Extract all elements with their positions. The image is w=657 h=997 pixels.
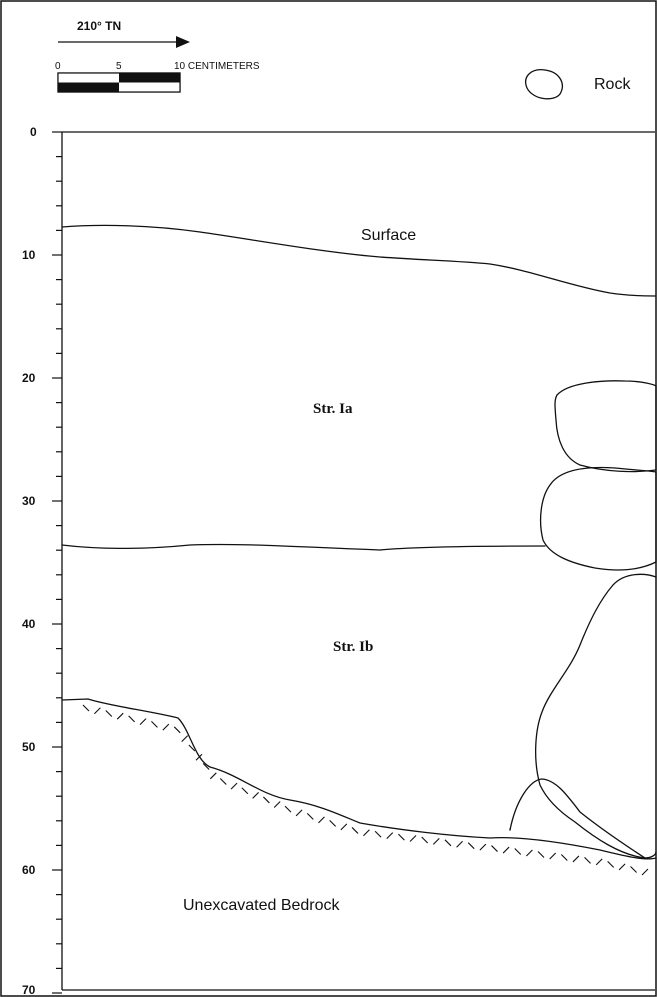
bedrock-hatch-mark — [584, 857, 591, 864]
north-arrow-label: 210° TN — [77, 19, 121, 33]
bedrock-hatch-mark — [456, 840, 463, 848]
bedrock-hatch-mark — [397, 833, 405, 841]
legend-rock-label: Rock — [594, 76, 631, 93]
axis-label-60: 60 — [22, 863, 36, 877]
bedrock-hatch-mark — [363, 829, 370, 837]
scale-tick-0: 0 — [55, 61, 61, 72]
bedrock-hatch-mark — [306, 812, 314, 820]
stratum-boundary-line — [61, 543, 546, 551]
axis-label-10: 10 — [22, 248, 36, 262]
bedrock-hatch-mark — [181, 735, 189, 743]
bedrock-hatch-mark — [595, 858, 603, 866]
bedrock-hatch-mark — [432, 838, 440, 845]
bedrock-hatch-mark — [295, 809, 303, 817]
scale-bar-outline — [57, 72, 181, 93]
bedrock-hatch-mark — [572, 855, 580, 863]
axis-label-30: 30 — [22, 494, 36, 508]
bedrock-hatch-mark — [444, 839, 452, 847]
bedrock-hatch-mark — [351, 827, 359, 834]
scale-seg-2 — [119, 73, 180, 83]
bedrock-hatch-mark — [560, 854, 568, 861]
surface-line — [61, 224, 656, 297]
bedrock-hatch-mark — [105, 710, 113, 717]
rock-upper — [554, 380, 657, 473]
bedrock-hatch-mark — [82, 704, 90, 712]
depth-axis: 0 10 20 30 40 50 60 70 — [22, 125, 63, 997]
bedrock-hatch-mark — [252, 791, 260, 799]
bedrock-hatch-mark — [514, 848, 522, 855]
axis-label-0: 0 — [30, 125, 37, 139]
axis-label-20: 20 — [22, 371, 36, 385]
bedrock-hatch-mark — [318, 816, 325, 824]
bedrock-hatch-mark — [537, 851, 545, 858]
bedrock-hatch-mark — [618, 863, 626, 871]
bedrock-hatch-mark — [173, 726, 181, 734]
scale-end-label: 10 CENTIMETERS — [174, 61, 260, 72]
bedrock-hatch-mark — [188, 744, 196, 752]
bedrock-hatch-mark — [202, 763, 210, 770]
bedrock-hatch-mark — [340, 823, 348, 831]
excavation-floor-line — [61, 698, 657, 860]
bedrock-hatch — [82, 704, 649, 876]
bedrock-hatch-mark — [230, 782, 238, 790]
scale-bar: 0 5 10 CENTIMETERS — [55, 61, 260, 93]
bedrock-hatch-mark — [329, 820, 337, 827]
bedrock-hatch-mark — [151, 720, 158, 728]
label-str-ib: Str. Ib — [333, 639, 373, 655]
scale-seg-4 — [119, 82, 180, 92]
north-arrow: 210° TN — [58, 19, 190, 48]
bedrock-hatch-mark — [479, 843, 487, 851]
bedrock-hatch-mark — [549, 852, 557, 860]
bedrock-hatch-mark — [491, 845, 498, 852]
bedrock-hatch-mark — [94, 707, 101, 715]
bedrock-hatch-mark — [421, 836, 429, 844]
bedrock-hatch-mark — [116, 712, 124, 720]
bedrock-hatch-mark — [273, 801, 281, 808]
bedrock-hatch-mark — [526, 849, 533, 857]
bedrock-hatch-mark — [284, 805, 292, 813]
legend: Rock — [525, 69, 631, 100]
scale-seg-3 — [58, 82, 119, 92]
rock-middle — [539, 466, 657, 571]
bedrock-hatch-mark — [195, 753, 203, 761]
axis-ticks — [52, 131, 62, 994]
axis-label-50: 50 — [22, 740, 36, 754]
bedrock-hatch-mark — [139, 718, 147, 726]
bedrock-hatch-mark — [263, 796, 270, 804]
bedrock-hatch-mark — [386, 832, 394, 840]
bedrock-hatch-mark — [502, 846, 510, 854]
bedrock-hatch-mark — [241, 787, 249, 795]
bedrock-hatch-mark — [641, 868, 649, 876]
rock-wedge — [509, 778, 646, 859]
bedrock-hatch-mark — [467, 842, 475, 850]
label-bedrock: Unexcavated Bedrock — [183, 897, 341, 914]
scale-seg-1 — [58, 73, 119, 83]
bedrock-hatch-mark — [409, 835, 417, 842]
axis-label-40: 40 — [22, 617, 36, 631]
bedrock-hatch-mark — [374, 830, 382, 838]
bedrock-hatch-mark — [128, 715, 136, 723]
bedrock-hatch-mark — [607, 860, 615, 868]
label-surface: Surface — [361, 227, 416, 244]
scale-tick-5: 5 — [116, 61, 122, 72]
bedrock-hatch-mark — [219, 778, 227, 785]
label-str-ia: Str. Ia — [313, 401, 353, 417]
arrow-head-icon — [176, 36, 190, 48]
bedrock-hatch-mark — [630, 866, 637, 873]
bedrock-hatch-mark — [209, 772, 217, 780]
bedrock-hatch-mark — [162, 723, 170, 731]
rock-outline-icon — [525, 69, 563, 100]
axis-label-70: 70 — [22, 983, 36, 997]
rock-lower — [534, 573, 657, 859]
